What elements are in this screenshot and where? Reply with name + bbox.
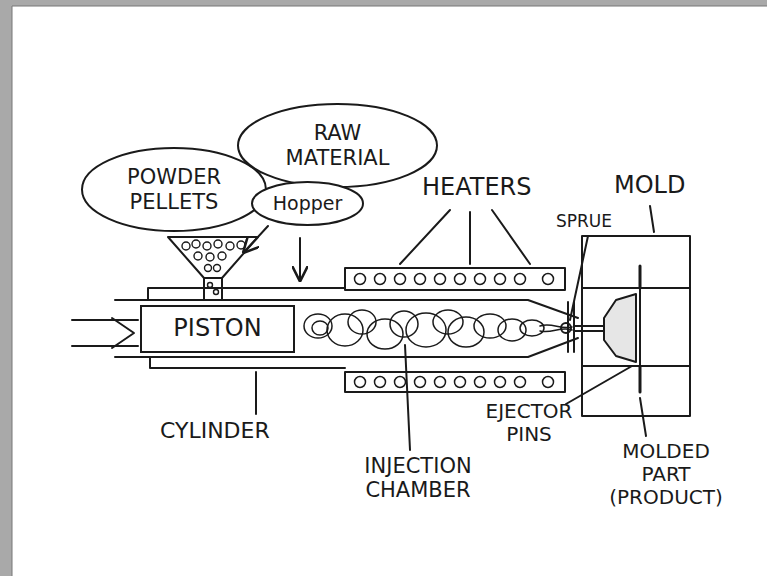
cloud-outline-label: RAW MATERIAL [236,102,439,189]
frame-edge [12,6,767,7]
part-label: CYLINDER [160,418,270,443]
ejector-pin [639,266,642,288]
label-text: MOLDED PART (PRODUCT) [596,440,736,509]
mold-cavity [604,294,636,362]
label-text: CYLINDER [160,418,270,443]
sprue-channel [574,330,604,332]
nozzle-plate [567,302,569,352]
cylinder-flange [148,288,345,300]
frame-left [0,0,12,576]
heater-coils [355,274,554,388]
cloud-shape [252,182,363,225]
push-arrowhead [112,318,134,348]
part-label: HEATERS [422,174,532,202]
node-text: Hopper [273,193,343,215]
node-text: RAW MATERIAL [273,121,403,169]
feed-arrow [244,226,268,252]
label-text: MOLD [614,172,685,200]
mold-plate [582,365,690,367]
node-text: POWDER PELLETS [114,165,234,213]
leader-line [566,366,632,404]
leader-line [469,212,471,264]
label-text: INJECTION CHAMBER [348,454,488,502]
ejector-pin [639,366,642,392]
cloud-shape [238,104,437,187]
part-label: EJECTOR PINS [470,400,588,446]
leader-line [400,210,450,264]
piston-box: PISTON [140,305,295,353]
part-label: MOLDED PART (PRODUCT) [596,440,736,509]
mold-block [582,236,690,416]
push-line [72,345,138,347]
push-line [72,319,138,321]
frame-edge [12,6,13,576]
melt-swirl [304,310,572,349]
part-label: INJECTION CHAMBER [348,454,488,502]
hopper-neck [204,278,222,300]
leader-line [255,372,257,414]
label-text: EJECTOR PINS [470,400,588,446]
node-text: PISTON [173,315,261,343]
mold-plate [582,287,690,289]
leader-line [492,210,530,264]
sprue-ball [561,323,571,333]
part-label: SPRUE [556,212,612,232]
heater-band [345,268,565,290]
leader-line [570,236,588,320]
leader-line [650,206,654,232]
leader-line [640,398,646,436]
cylinder-flange [150,357,345,368]
cloud-outline-label: Hopper [250,180,365,227]
cloud-outline-label: POWDER PELLETS [80,146,268,233]
heater-band [345,372,565,392]
mold-parting [639,288,641,366]
pellets [182,240,245,295]
frame-top [0,0,767,6]
cloud-shape [82,148,266,231]
label-text: HEATERS [422,174,532,202]
hopper-funnel [168,237,258,278]
feed-arrow [299,238,301,280]
label-text: SPRUE [556,212,612,232]
part-label: MOLD [614,172,685,200]
leader-line [405,345,410,450]
sprue-channel [574,325,604,327]
